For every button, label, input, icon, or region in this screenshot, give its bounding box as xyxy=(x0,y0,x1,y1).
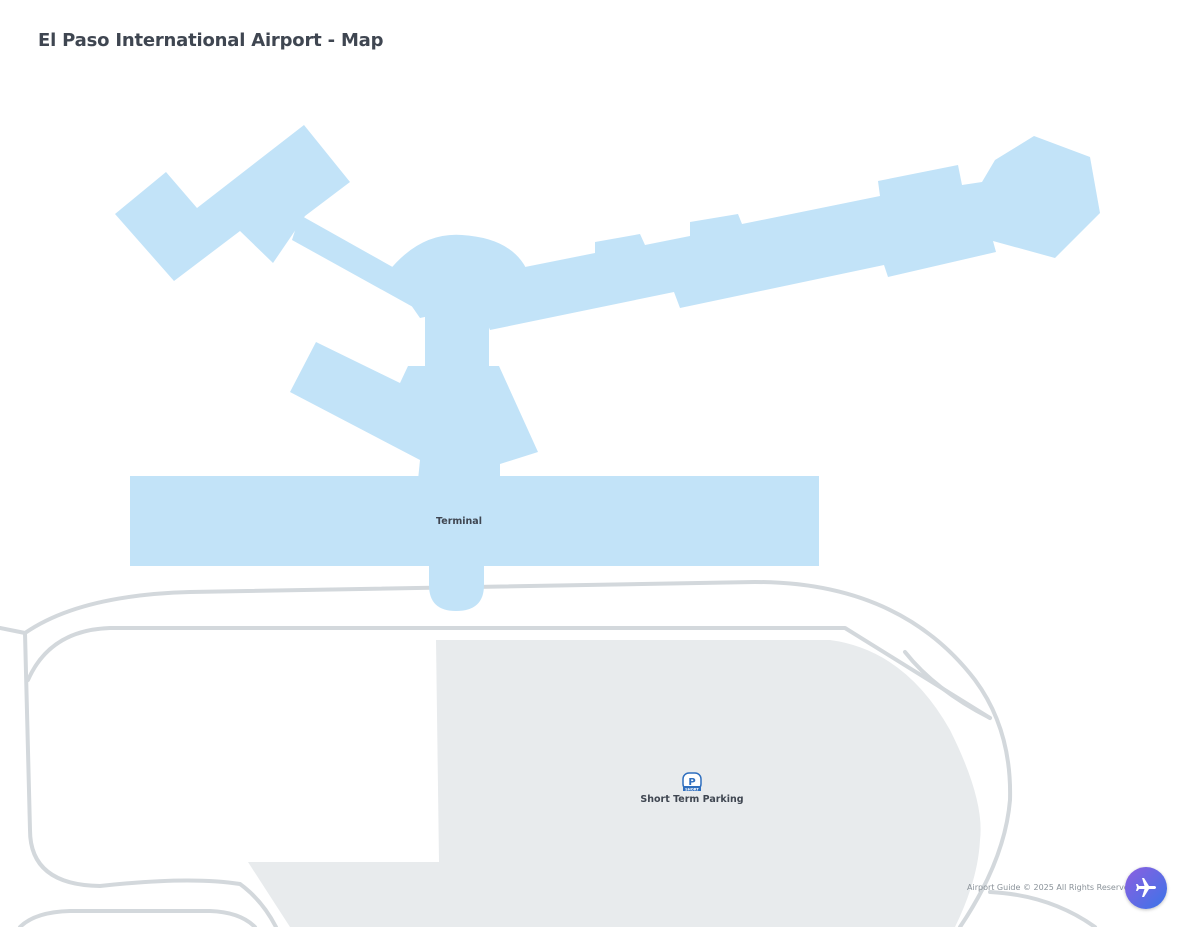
road-upper-loop xyxy=(0,580,1013,927)
terminal-complex xyxy=(115,125,1100,611)
roads xyxy=(0,580,1097,927)
parking-icon-badge: SHORT xyxy=(685,787,699,791)
road-west-side xyxy=(23,631,278,927)
short-term-parking-lot xyxy=(248,640,981,927)
road-ramp xyxy=(903,650,992,720)
road-southwest xyxy=(18,909,257,927)
airplane-icon xyxy=(1136,878,1156,897)
short-term-parking-label: Short Term Parking xyxy=(640,794,743,805)
road-southeast xyxy=(988,890,1097,927)
northwest-connector xyxy=(292,215,430,312)
terminal-building xyxy=(130,476,819,566)
south-concourse xyxy=(290,342,538,480)
page-title: El Paso International Airport - Map xyxy=(38,30,384,51)
east-concourse xyxy=(476,136,1100,330)
central-stem xyxy=(425,300,489,372)
airport-guide-button[interactable] xyxy=(1125,867,1167,909)
copyright-notice: Airport Guide © 2025 All Rights Reserved… xyxy=(967,883,1137,892)
terminal-label: Terminal xyxy=(436,516,482,527)
northwest-concourse xyxy=(115,125,350,281)
road-inner-loop xyxy=(26,626,992,720)
terminal-walkway xyxy=(429,560,484,611)
parking-icon-letter: P xyxy=(688,777,695,788)
parking-icon: P SHORT xyxy=(682,772,702,791)
